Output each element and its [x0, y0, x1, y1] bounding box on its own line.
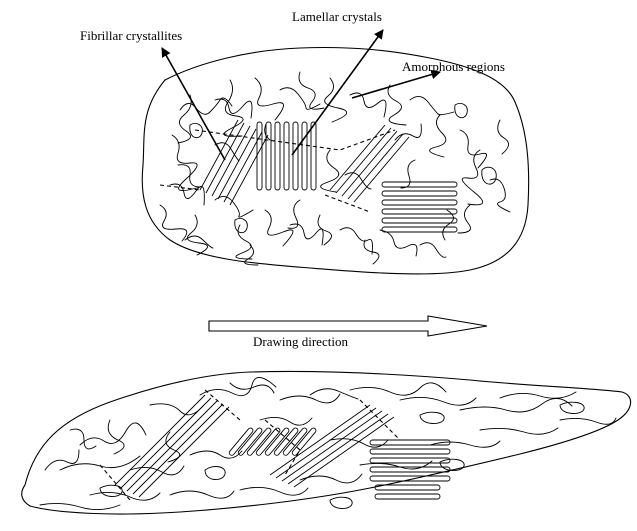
drawing-direction-label: Drawing direction: [253, 334, 348, 349]
drawn-polymer: [22, 371, 631, 514]
drawing-direction-arrow: [209, 316, 487, 336]
lamellar-crystals-label: Lamellar crystals: [292, 9, 382, 24]
undrawn-outline: [142, 47, 528, 273]
fibrillar-crystallites-label: Fibrillar crystallites: [80, 28, 182, 43]
undrawn-polymer: [142, 47, 528, 273]
amorphous-regions-label: Amorphous regions: [402, 59, 505, 74]
